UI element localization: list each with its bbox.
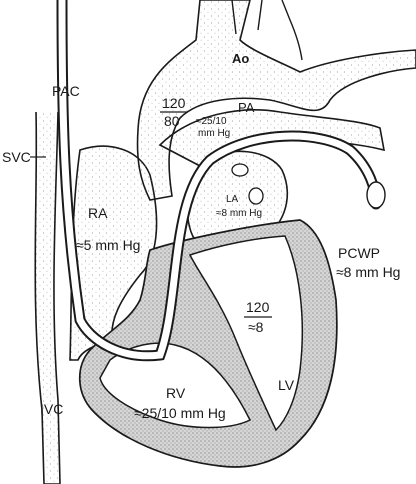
label-pac: PAC <box>52 83 80 99</box>
pulmonary-vein-ostium-1 <box>231 163 249 177</box>
label-ao: Ao <box>232 51 249 66</box>
svc-outline <box>34 111 61 484</box>
label-pa-pressure-bottom: mm Hg <box>198 128 230 139</box>
label-pcwp-pressure: ≈8 mm Hg <box>336 264 400 280</box>
label-lv-pressure-top: 120 <box>246 299 270 315</box>
pa-catheter-inner <box>58 0 380 360</box>
label-ao-pressure-bottom: 80 <box>164 113 180 129</box>
label-la: LA <box>226 194 239 205</box>
label-ao-pressure-top: 120 <box>162 95 186 111</box>
catheter-balloon <box>366 181 386 209</box>
pulmonary-vein-ostium-2 <box>248 187 264 205</box>
label-la-pressure: ≈8 mm Hg <box>216 208 262 219</box>
label-svc: SVC <box>2 149 31 165</box>
aortic-branches <box>231 0 303 61</box>
label-lv: LV <box>278 377 295 393</box>
label-pa: PA <box>238 100 255 115</box>
label-ra-pressure: ≈5 mm Hg <box>76 237 140 253</box>
label-pcwp: PCWP <box>338 245 380 261</box>
label-ra: RA <box>88 205 108 221</box>
aorta <box>136 0 416 201</box>
label-rv: RV <box>166 385 186 401</box>
lv-cavity <box>188 235 304 432</box>
label-lv-pressure-bottom: ≈8 <box>248 319 264 335</box>
label-pa-pressure-top: ≈25/10 <box>196 116 227 127</box>
label-rv-pressure: ≈25/10 mm Hg <box>134 405 226 421</box>
label-ivc: IVC <box>40 401 63 417</box>
